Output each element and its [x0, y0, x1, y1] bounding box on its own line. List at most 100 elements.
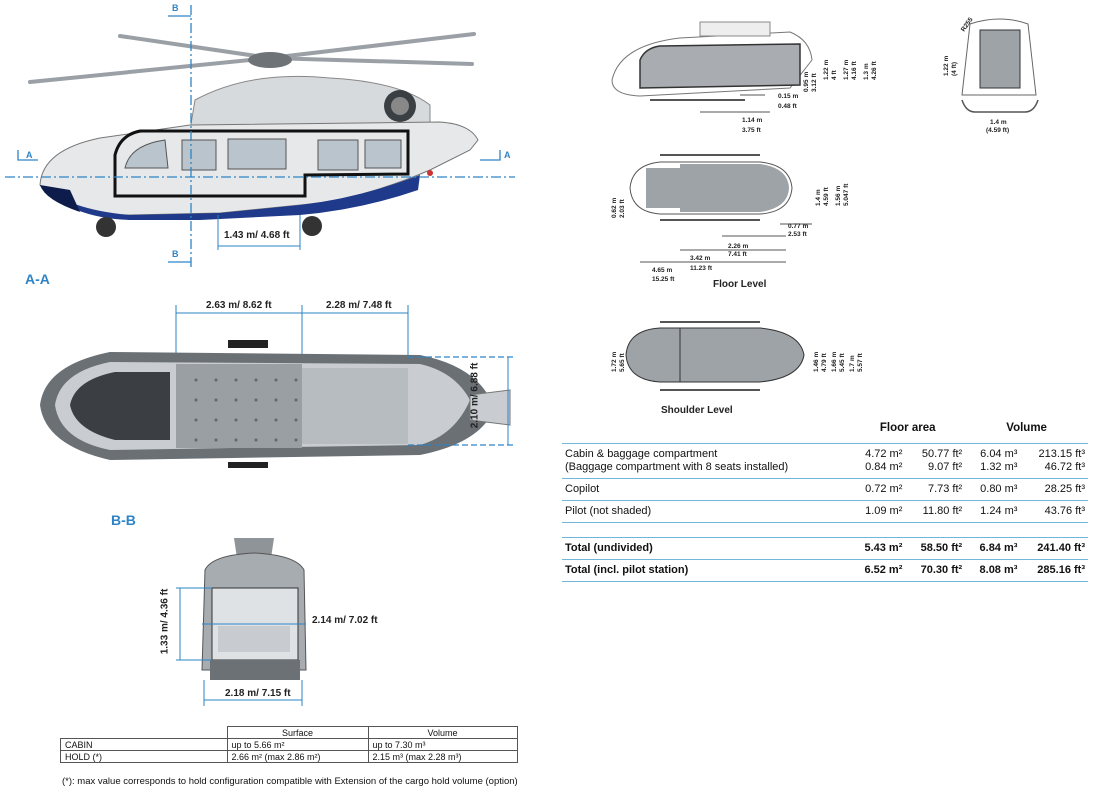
- dim-cabin-width: 2.10 m/ 6.88 ft: [469, 362, 481, 429]
- volume-m: 6.04 m³: [980, 448, 1018, 460]
- section-a-a-title: A-A: [25, 271, 50, 287]
- svg-text:1.22 m: 1.22 m: [823, 60, 830, 80]
- top-view-diagram: [40, 305, 516, 468]
- volume-m: 8.08 m³: [965, 559, 1021, 582]
- cap-head-blank: [60, 726, 228, 739]
- volume-ft: 28.25 ft³: [1020, 478, 1088, 501]
- svg-text:1.3 m: 1.3 m: [863, 63, 870, 80]
- svg-text:4 ft: 4 ft: [831, 69, 838, 80]
- svg-text:3.12 ft: 3.12 ft: [811, 72, 818, 92]
- cap-row-label: CABIN: [60, 738, 228, 751]
- svg-text:1.14 m: 1.14 m: [742, 117, 762, 124]
- volume-table: Floor area Volume Cabin & baggage compar…: [562, 422, 1088, 582]
- svg-text:4.79 ft: 4.79 ft: [821, 352, 828, 372]
- row-label: Total (incl. pilot station): [562, 559, 851, 582]
- floor-area-m: 1.09 m²: [850, 500, 906, 523]
- svg-text:Shoulder Level: Shoulder Level: [661, 405, 733, 416]
- svg-text:4.59 ft: 4.59 ft: [823, 186, 830, 206]
- svg-text:2.26 m: 2.26 m: [728, 243, 748, 250]
- row-label: Cabin & baggage compartment: [565, 448, 718, 460]
- section-marker-b-bottom: B: [172, 249, 179, 259]
- floor-area-m: 4.72 m²: [865, 448, 903, 460]
- svg-text:0.62 m: 0.62 m: [611, 198, 618, 218]
- floor-area-m: 0.72 m²: [850, 478, 906, 501]
- floor-area-m: 5.43 m²: [850, 537, 906, 560]
- svg-text:5.65 ft: 5.65 ft: [619, 352, 626, 372]
- shoulder-level-diagram: 1.72 m 5.65 ft 1.46 m 4.79 ft 1.66 m 5.4…: [611, 321, 864, 416]
- table-row: Total (incl. pilot station) 6.52 m² 70.3…: [562, 559, 1088, 582]
- table-row: Total (undivided) 5.43 m² 58.50 ft² 6.84…: [562, 537, 1088, 560]
- table-row: (Baggage compartment with 8 seats instal…: [562, 461, 1088, 479]
- floor-area-ft: 9.07 ft²: [905, 461, 966, 479]
- svg-text:1.4 m: 1.4 m: [990, 119, 1007, 126]
- volume-ft: 241.40 ft³: [1020, 537, 1088, 560]
- row-label: (Baggage compartment with 8 seats instal…: [562, 461, 851, 479]
- svg-text:1.27 m: 1.27 m: [843, 60, 850, 80]
- vol-head-floor: Floor area: [879, 422, 936, 434]
- svg-text:4.16 ft: 4.16 ft: [851, 60, 858, 80]
- volume-m: 1.32 m³: [965, 461, 1021, 479]
- svg-text:0.77 m: 0.77 m: [788, 223, 808, 230]
- footnote: (*): max value corresponds to hold confi…: [62, 776, 518, 787]
- svg-text:4.26 ft: 4.26 ft: [871, 60, 878, 80]
- svg-text:5.45 ft: 5.45 ft: [839, 352, 846, 372]
- svg-text:0.48 ft: 0.48 ft: [778, 103, 798, 110]
- cap-row-volume: 2.15 m³ (max 2.28 m³): [367, 750, 518, 763]
- svg-text:1.4 m: 1.4 m: [815, 189, 822, 206]
- table-row: Copilot 0.72 m² 7.73 ft² 0.80 m³ 28.25 f…: [562, 478, 1088, 501]
- volume-m: 1.24 m³: [965, 500, 1021, 523]
- dim-rear-width: 2.14 m/ 7.02 ft: [312, 615, 378, 626]
- svg-text:Floor Level: Floor Level: [713, 279, 767, 290]
- section-b-b-title: B-B: [111, 512, 136, 528]
- row-label: Total (undivided): [562, 537, 851, 560]
- floor-area-ft: 7.73 ft²: [905, 478, 966, 501]
- svg-text:1.46 m: 1.46 m: [813, 352, 820, 372]
- row-label: Copilot: [562, 478, 851, 501]
- dim-rear-floor: 2.18 m/ 7.15 ft: [225, 688, 291, 699]
- volume-ft: 46.72 ft³: [1020, 461, 1088, 479]
- small-rear-diagram: R255 1.22 m (4 ft) 1.4 m (4.59 ft): [943, 16, 1039, 134]
- floor-area-m: 0.84 m²: [850, 461, 906, 479]
- section-marker-a-right: A: [504, 150, 511, 160]
- svg-text:4.65 m: 4.65 m: [652, 267, 672, 274]
- floor-area-ft: 11.80 ft²: [905, 500, 966, 523]
- svg-text:1.7 m: 1.7 m: [849, 355, 856, 372]
- table-row: Cabin & baggage compartment 4.72 m² 50.7…: [562, 444, 1088, 462]
- svg-text:15.25 ft: 15.25 ft: [652, 276, 675, 283]
- table-header-row: Surface Volume: [60, 726, 518, 739]
- table-row: CABIN up to 5.66 m² up to 7.30 m³: [60, 738, 518, 751]
- dim-cabin-length: 2.63 m/ 8.62 ft: [206, 300, 272, 311]
- vol-table-blank-head: [562, 422, 850, 442]
- section-marker-b-top: B: [172, 3, 179, 13]
- volume-ft: 213.15 ft³: [1038, 448, 1085, 460]
- row-label: Pilot (not shaded): [562, 500, 851, 523]
- table-row: [562, 442, 1088, 444]
- svg-text:5.57 ft: 5.57 ft: [857, 352, 864, 372]
- svg-text:1.22 m: 1.22 m: [943, 56, 950, 76]
- side-view-diagram: [5, 5, 515, 270]
- floor-area-ft: 70.30 ft²: [905, 559, 966, 582]
- rear-view-diagram: [176, 538, 307, 706]
- svg-text:2.53 ft: 2.53 ft: [788, 231, 808, 238]
- floor-area-m: 6.52 m²: [850, 559, 906, 582]
- svg-text:1.66 m: 1.66 m: [831, 352, 838, 372]
- small-side-diagram: 0.15 m 0.48 ft 1.14 m 3.75 ft 0.95 m 3.1…: [611, 21, 878, 134]
- cap-row-surface: 2.66 m² (max 2.86 m²): [226, 750, 369, 763]
- svg-text:3.42 m: 3.42 m: [690, 255, 710, 262]
- table-row: HOLD (*) 2.66 m² (max 2.86 m²) 2.15 m³ (…: [60, 750, 518, 763]
- svg-text:1.72 m: 1.72 m: [611, 352, 618, 372]
- svg-text:0.15 m: 0.15 m: [778, 93, 798, 100]
- cap-row-surface: up to 5.66 m²: [226, 738, 369, 751]
- svg-text:(4.59 ft): (4.59 ft): [986, 127, 1009, 134]
- svg-text:5.047 ft: 5.047 ft: [843, 183, 850, 206]
- floor-area-ft: 50.77 ft²: [921, 448, 963, 460]
- svg-text:7.41 ft: 7.41 ft: [728, 251, 748, 258]
- svg-text:1.56 m: 1.56 m: [835, 186, 842, 206]
- cap-head-surface: Surface: [226, 726, 369, 739]
- volume-m: 6.84 m³: [965, 537, 1021, 560]
- capacity-table: Surface Volume CABIN up to 5.66 m² up to…: [60, 726, 518, 763]
- floor-level-diagram: 0.77 m 2.53 ft 2.26 m 7.41 ft 3.42 m 11.…: [611, 154, 850, 290]
- dim-baggage-length: 2.28 m/ 7.48 ft: [326, 300, 392, 311]
- volume-m: 0.80 m³: [965, 478, 1021, 501]
- svg-text:0.95 m: 0.95 m: [803, 72, 810, 92]
